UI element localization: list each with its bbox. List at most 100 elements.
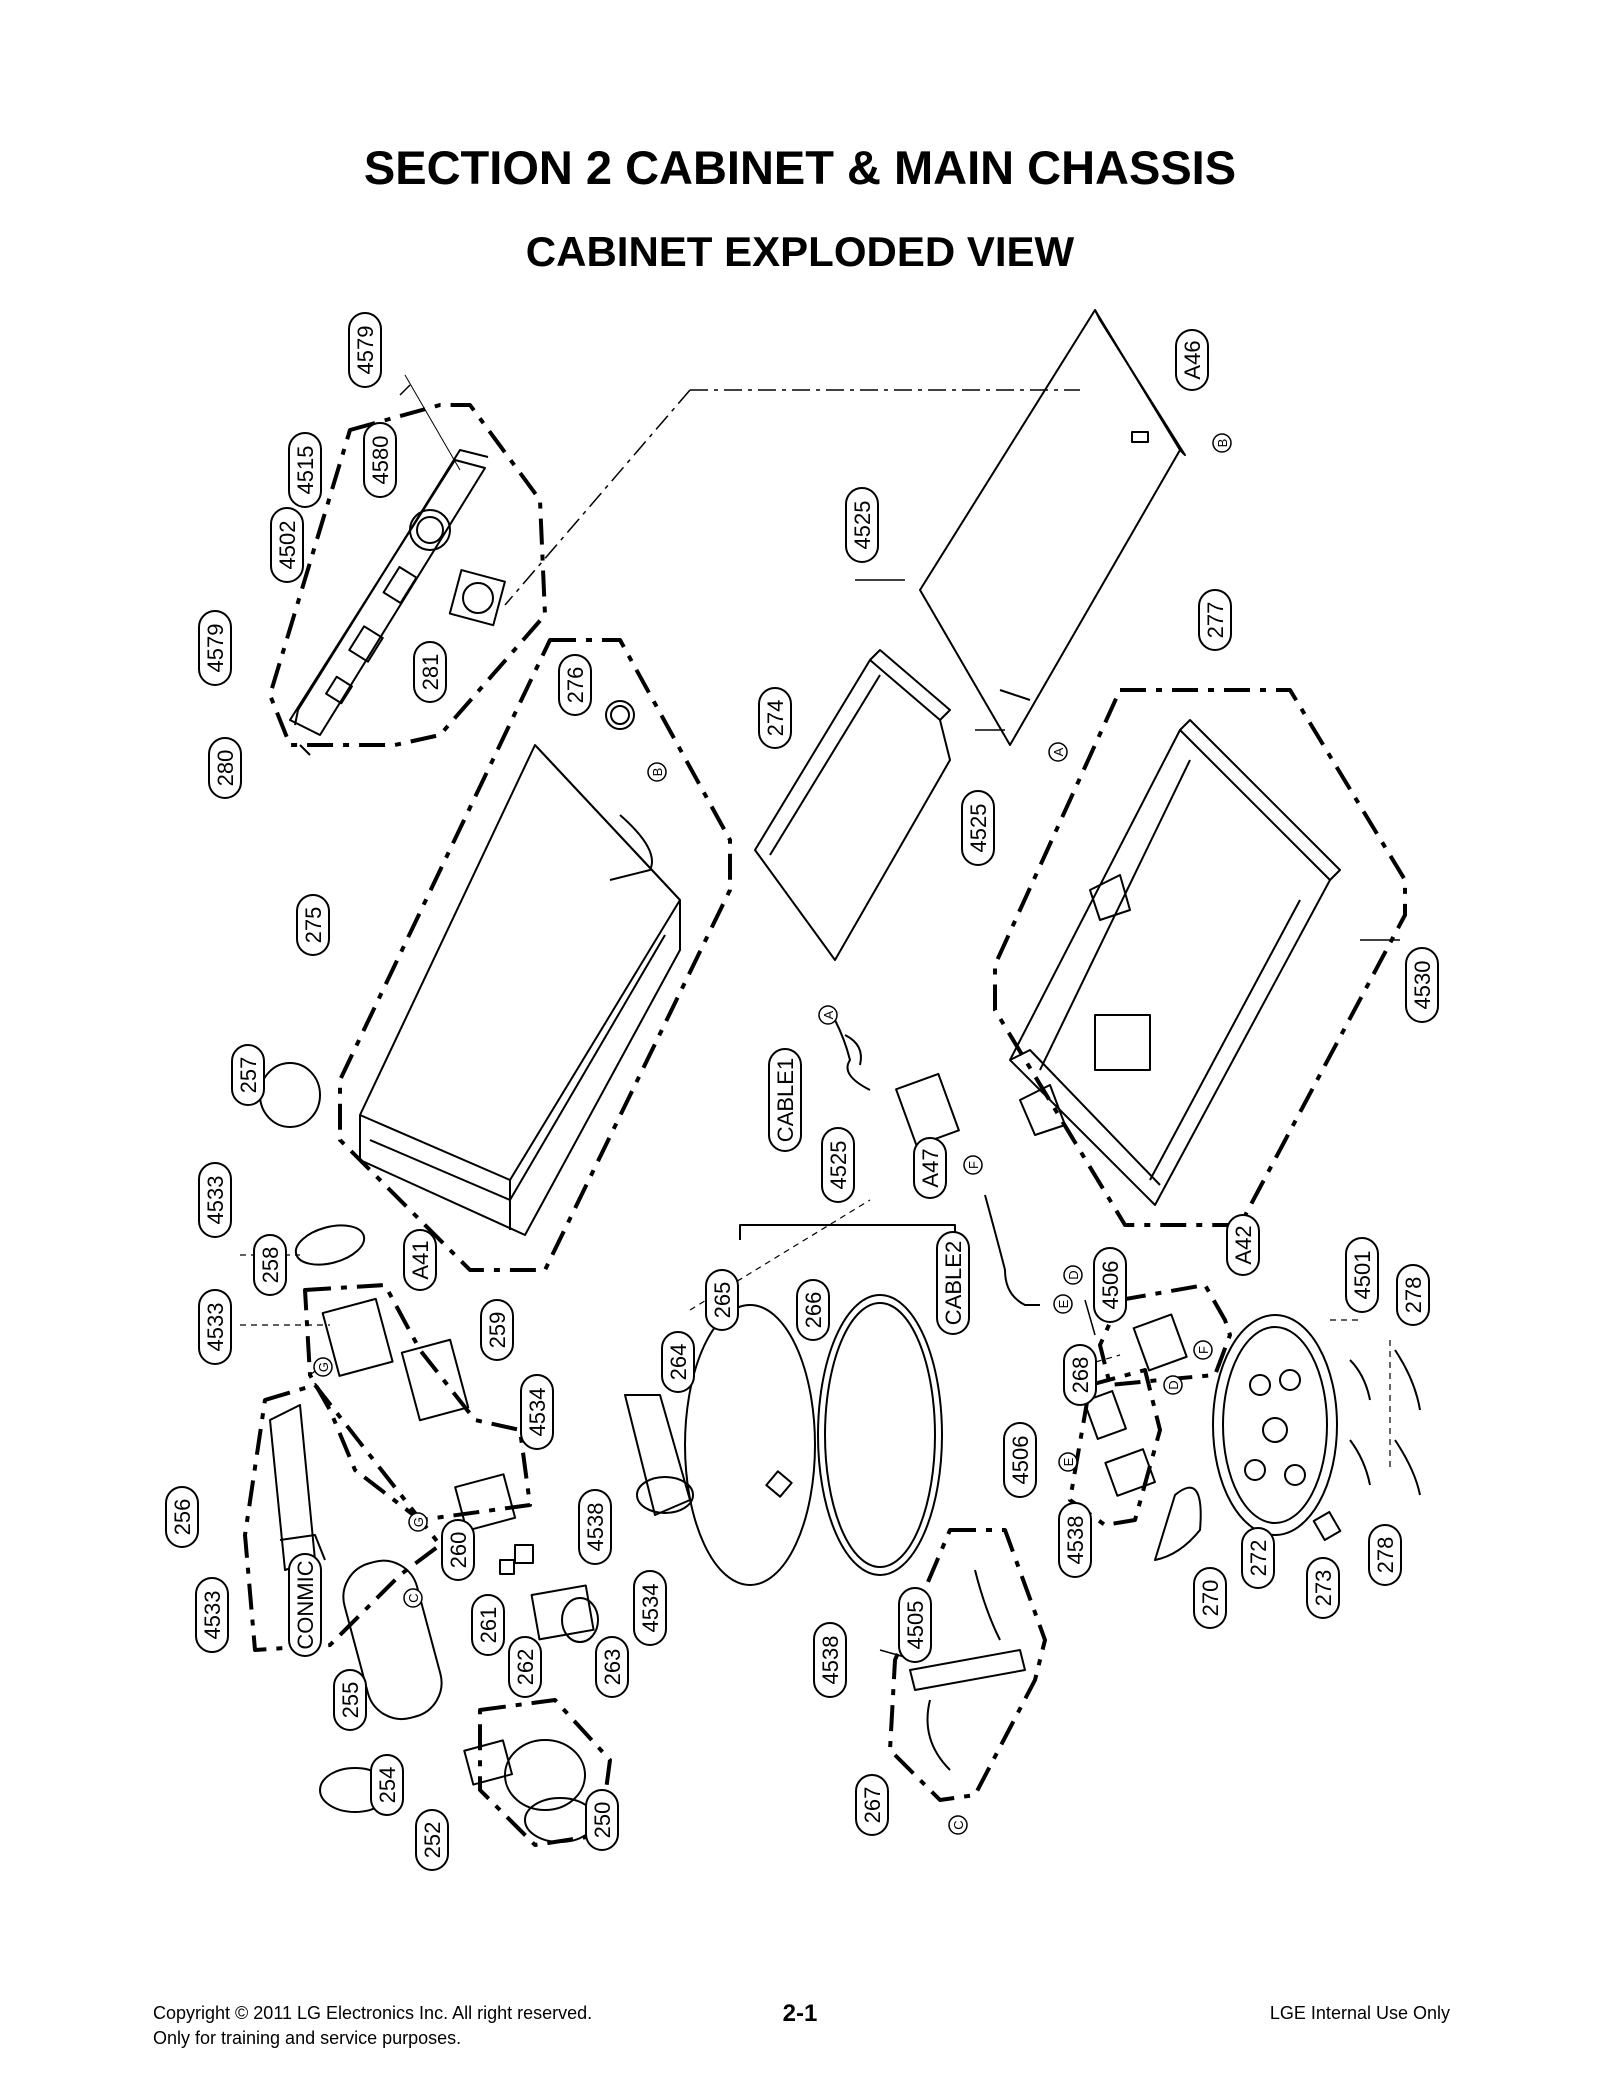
part-label-a42: A42 — [1226, 1214, 1260, 1276]
part-number: 267 — [860, 1787, 885, 1824]
part-label-255: 255 — [333, 1669, 367, 1731]
part-label-4579: 4579 — [348, 312, 382, 388]
part-number: 264 — [666, 1344, 691, 1381]
svg-text:B: B — [1215, 439, 1230, 448]
part-number: 270 — [1198, 1580, 1223, 1617]
part-label-261: 261 — [471, 1594, 505, 1656]
part-number: A42 — [1231, 1225, 1256, 1264]
svg-text:B: B — [650, 768, 665, 777]
connector-a: A — [818, 1005, 838, 1025]
part-label-273: 273 — [1306, 1557, 1340, 1619]
part-number: 261 — [476, 1607, 501, 1644]
part-label-258: 258 — [253, 1234, 287, 1296]
part-number: 268 — [1068, 1357, 1093, 1394]
camera-assembly — [243, 1062, 694, 1847]
part-label-278: 278 — [1368, 1524, 1402, 1586]
part-number: 4538 — [583, 1503, 608, 1552]
part-label-276: 276 — [558, 654, 592, 716]
part-label-266: 266 — [796, 1279, 830, 1341]
part-label-cable1: CABLE1 — [768, 1048, 802, 1152]
part-number: 4533 — [203, 1303, 228, 1352]
part-number: 277 — [1203, 602, 1228, 639]
part-number: 4533 — [200, 1591, 225, 1640]
part-number: 4579 — [353, 326, 378, 375]
part-label-252: 252 — [415, 1809, 449, 1871]
part-number: 4525 — [966, 804, 991, 853]
part-number: CONMIC — [293, 1560, 318, 1649]
front-board-assembly — [888, 1528, 1047, 1802]
svg-text:G: G — [316, 1362, 331, 1372]
svg-text:C: C — [951, 1820, 966, 1829]
connector-a: A — [1048, 742, 1068, 762]
part-label-260: 260 — [441, 1519, 475, 1581]
part-number: 4534 — [525, 1388, 550, 1437]
svg-text:E: E — [1061, 1457, 1076, 1466]
connector-b: B — [647, 762, 667, 782]
connector-f: F — [963, 1155, 983, 1175]
svg-text:D: D — [1166, 1380, 1181, 1389]
part-label-267: 267 — [855, 1774, 889, 1836]
connector-g: G — [313, 1357, 333, 1377]
part-label-4506: 4506 — [1003, 1422, 1037, 1498]
connector-e: E — [1053, 1294, 1073, 1314]
part-number: A46 — [1180, 340, 1205, 379]
part-label-4580: 4580 — [363, 422, 397, 498]
part-label-4525: 4525 — [845, 487, 879, 563]
part-label-4515: 4515 — [288, 432, 322, 508]
cable2 — [984, 1194, 1040, 1306]
part-number: 260 — [446, 1532, 471, 1569]
part-number: 281 — [418, 654, 443, 691]
part-label-4538: 4538 — [813, 1622, 847, 1698]
rear-panel-assembly — [268, 374, 547, 756]
part-number: CABLE1 — [773, 1058, 798, 1142]
svg-text:C: C — [406, 1593, 421, 1602]
part-label-4506: 4506 — [1093, 1247, 1127, 1323]
top-cover — [338, 638, 732, 1272]
part-label-4525: 4525 — [961, 790, 995, 866]
part-number: CABLE2 — [941, 1241, 966, 1325]
part-label-cable2: CABLE2 — [936, 1231, 970, 1335]
part-number: 274 — [763, 700, 788, 737]
part-number: 4538 — [818, 1636, 843, 1685]
part-label-274: 274 — [758, 687, 792, 749]
connector-g: G — [408, 1512, 428, 1532]
base-assembly — [1068, 1283, 1421, 1561]
part-label-a47: A47 — [913, 1137, 947, 1199]
connector-d: D — [1163, 1375, 1183, 1395]
part-number: 250 — [590, 1802, 615, 1839]
part-label-270: 270 — [1193, 1567, 1227, 1629]
part-number: 254 — [375, 1767, 400, 1804]
main-board-a46 — [504, 309, 1186, 746]
part-label-a46: A46 — [1175, 329, 1209, 391]
part-label-4505: 4505 — [898, 1587, 932, 1663]
svg-text:G: G — [411, 1517, 426, 1527]
part-number: 259 — [485, 1312, 510, 1349]
part-number: 278 — [1401, 1277, 1426, 1314]
copyright-line-2: Only for training and service purposes. — [153, 2028, 462, 2048]
svg-text:E: E — [1056, 1299, 1071, 1308]
part-number: 4538 — [1063, 1516, 1088, 1565]
part-label-263: 263 — [595, 1636, 629, 1698]
part-label-4501: 4501 — [1345, 1237, 1379, 1313]
part-label-277: 277 — [1198, 589, 1232, 651]
part-number: 263 — [600, 1649, 625, 1686]
connector-d: D — [1063, 1265, 1083, 1285]
part-label-4579: 4579 — [198, 610, 232, 686]
copyright-line-1: Copyright © 2011 LG Electronics Inc. All… — [153, 2003, 593, 2023]
part-number: 4502 — [275, 521, 300, 570]
page-number: 2-1 — [782, 2000, 818, 2027]
svg-text:D: D — [1066, 1270, 1081, 1279]
view-title: CABINET EXPLODED VIEW — [525, 228, 1075, 275]
connector-b: B — [1212, 433, 1232, 453]
part-number: 4533 — [203, 1176, 228, 1225]
part-label-4538: 4538 — [578, 1489, 612, 1565]
part-label-272: 272 — [1241, 1527, 1275, 1589]
connector-c: C — [403, 1588, 423, 1608]
svg-text:F: F — [966, 1161, 981, 1169]
part-number: 262 — [513, 1649, 538, 1686]
part-number: 273 — [1311, 1570, 1336, 1607]
part-number: 4506 — [1008, 1436, 1033, 1485]
part-number: 4525 — [826, 1141, 851, 1190]
part-number: 258 — [258, 1247, 283, 1284]
